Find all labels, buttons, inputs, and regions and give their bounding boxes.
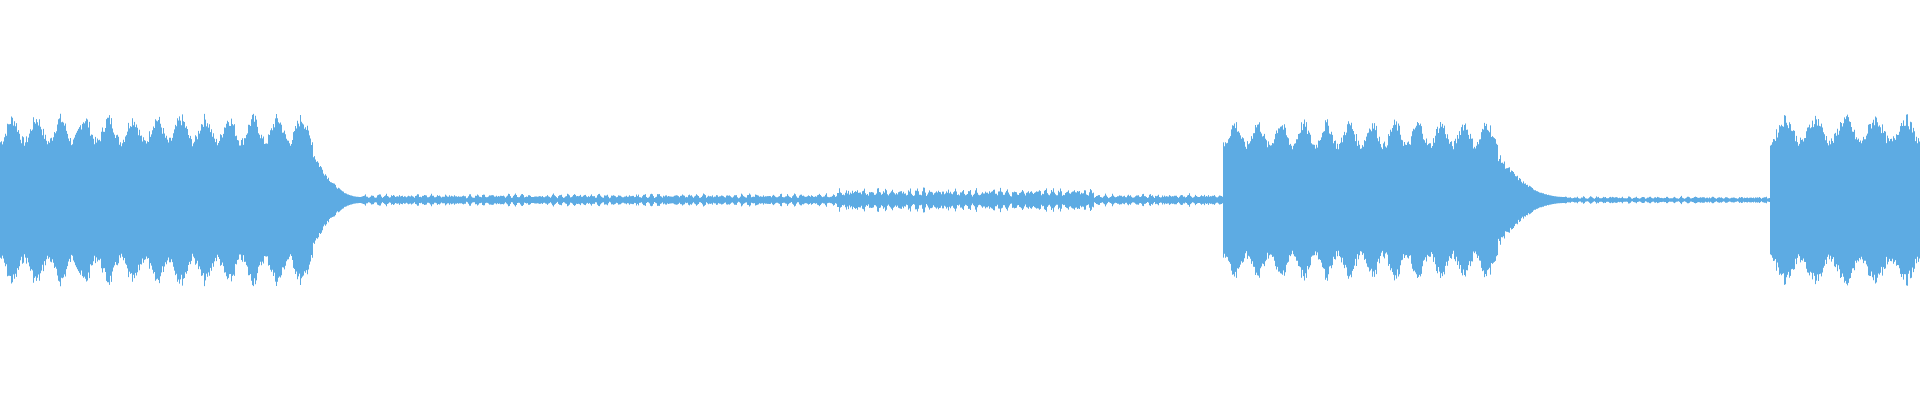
audio-waveform xyxy=(0,113,1920,287)
waveform-canvas xyxy=(0,113,1920,287)
